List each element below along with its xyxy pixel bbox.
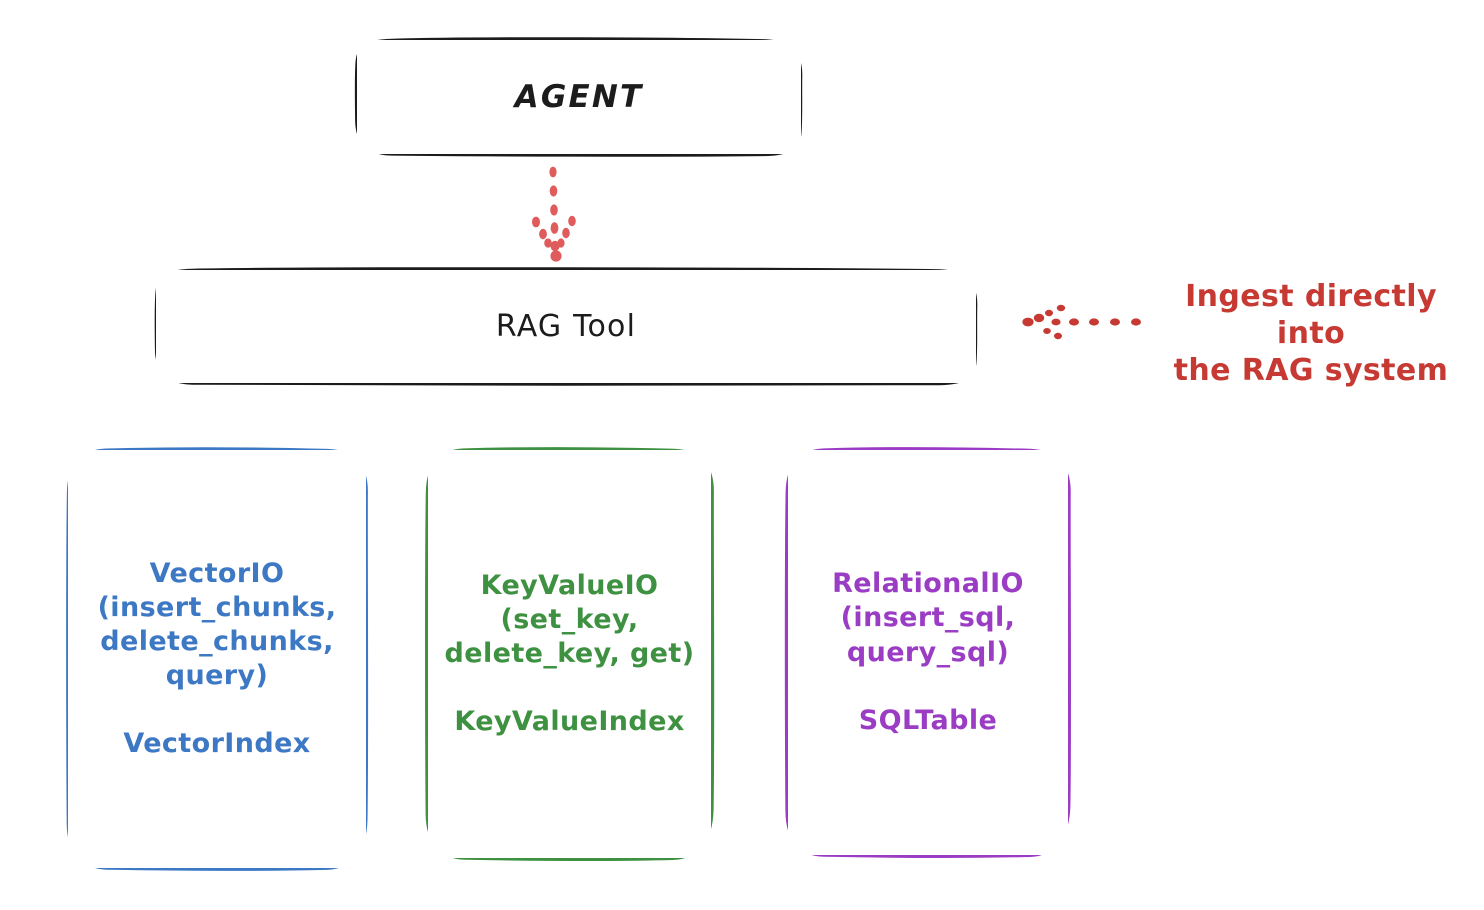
key-value-index-label: KeyValueIndex — [454, 706, 685, 738]
agent-node[interactable]: AGENT — [357, 40, 801, 154]
relational-io-api-label: RelationalIO (insert_sql, query_sql) — [832, 568, 1024, 668]
ingest-dotted-arrow — [1022, 304, 1141, 340]
agent-to-rag-tool-dotted-arrow — [532, 166, 576, 262]
key-value-io-node[interactable]: KeyValueIO (set_key, delete_key, get) Ke… — [428, 450, 711, 858]
sql-table-label: SQLTable — [858, 704, 998, 736]
relational-io-node[interactable]: RelationalIO (insert_sql, query_sql) SQL… — [788, 450, 1068, 855]
rag-tool-label: RAG Tool — [495, 309, 637, 344]
agent-label: AGENT — [514, 78, 644, 115]
rag-tool-node[interactable]: RAG Tool — [156, 270, 976, 383]
ingest-annotation-text: Ingest directly into the RAG system — [1173, 279, 1449, 389]
vector-io-node[interactable]: VectorIO (insert_chunks, delete_chunks, … — [68, 450, 366, 868]
key-value-io-api-label: KeyValueIO (set_key, delete_key, get) — [444, 569, 695, 669]
vector-index-label: VectorIndex — [123, 728, 311, 760]
vector-io-api-label: VectorIO (insert_chunks, delete_chunks, … — [97, 557, 337, 691]
